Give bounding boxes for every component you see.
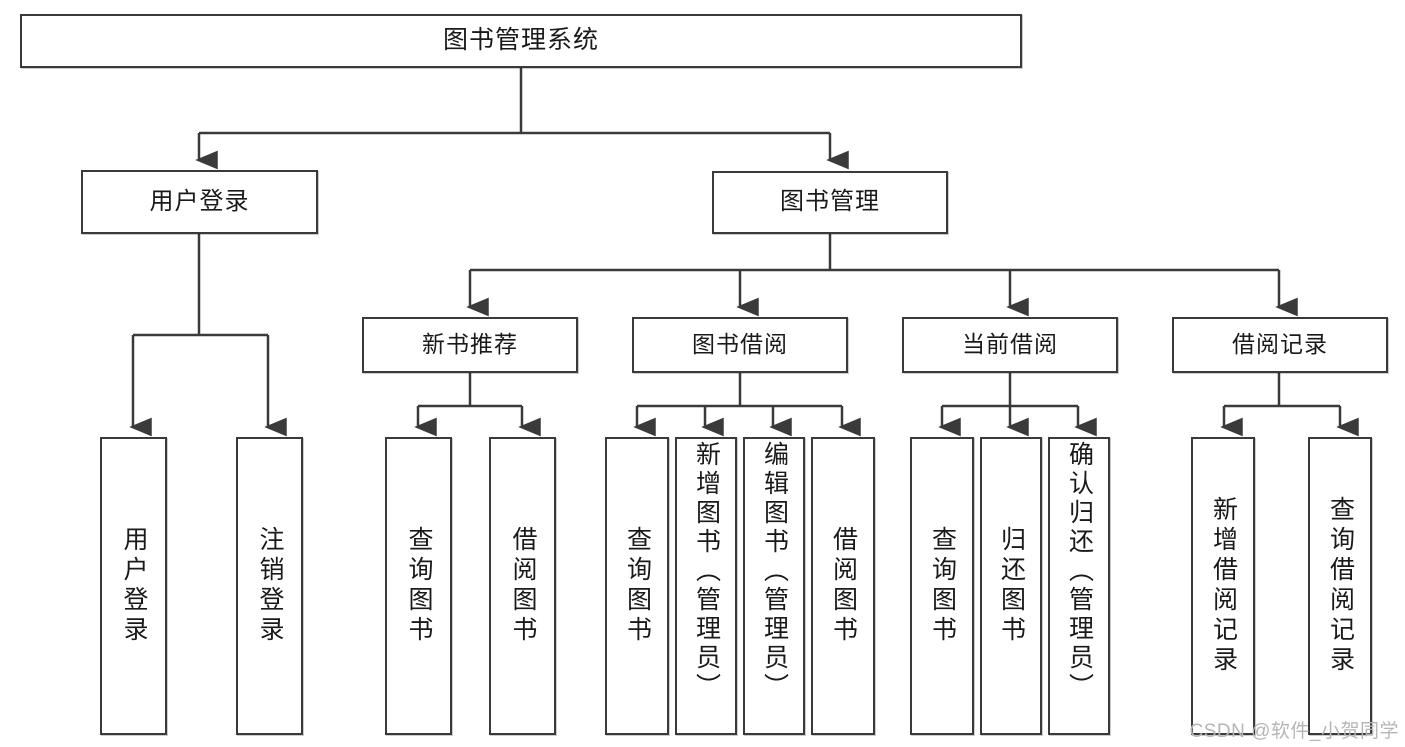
leaf-label: 用户登录	[120, 526, 148, 646]
node-new-book-recommend[interactable]: 新书推荐	[362, 317, 578, 373]
node-label: 图书管理	[780, 188, 880, 216]
node-user-login[interactable]: 用户登录	[81, 170, 318, 234]
leaf-book-borrow-edit-book-admin[interactable]: 编辑图书（管理员）	[743, 437, 805, 735]
leaf-label: 归还图书	[997, 526, 1026, 646]
node-label: 图书借阅	[692, 331, 788, 358]
node-label: 新书推荐	[422, 331, 518, 358]
node-label: 当前借阅	[962, 331, 1058, 358]
leaf-current-borrow-query-book[interactable]: 查询图书	[910, 437, 974, 735]
leaf-label: 查询图书	[928, 526, 957, 646]
leaf-book-borrow-query-book[interactable]: 查询图书	[605, 437, 669, 735]
leaf-current-borrow-confirm-return-admin[interactable]: 确认归还（管理员）	[1048, 437, 1110, 735]
node-label: 图书管理系统	[442, 26, 599, 55]
leaf-label: 借阅图书	[829, 526, 858, 646]
leaf-borrow-record-add-record[interactable]: 新增借阅记录	[1191, 437, 1255, 735]
leaf-book-borrow-borrow-book[interactable]: 借阅图书	[811, 437, 875, 735]
leaf-label: 查询图书	[623, 526, 652, 646]
leaf-label: 编辑图书（管理员）	[760, 441, 789, 702]
csdn-watermark: CSDN @软件_小贺同学	[1189, 721, 1399, 742]
leaf-borrow-record-query-record[interactable]: 查询借阅记录	[1308, 437, 1372, 735]
node-current-borrow[interactable]: 当前借阅	[902, 317, 1118, 373]
node-label: 用户登录	[149, 187, 250, 215]
node-borrow-record[interactable]: 借阅记录	[1172, 317, 1388, 373]
leaf-new-book-borrow-book[interactable]: 借阅图书	[489, 437, 556, 735]
leaf-user-login-login[interactable]: 用户登录	[100, 437, 167, 735]
leaf-label: 借阅图书	[509, 526, 537, 646]
leaf-label: 查询图书	[405, 526, 433, 646]
node-book-borrow[interactable]: 图书借阅	[632, 317, 848, 373]
node-label: 借阅记录	[1232, 331, 1328, 358]
leaf-user-login-logout[interactable]: 注销登录	[236, 437, 303, 735]
leaf-new-book-query-book[interactable]: 查询图书	[385, 437, 452, 735]
leaf-label: 新增借阅记录	[1209, 496, 1238, 676]
leaf-label: 确认归还（管理员）	[1065, 441, 1094, 702]
node-book-management[interactable]: 图书管理	[712, 171, 948, 234]
leaf-current-borrow-return-book[interactable]: 归还图书	[980, 437, 1042, 735]
node-root-book-management-system[interactable]: 图书管理系统	[20, 14, 1022, 68]
leaf-label: 新增图书（管理员）	[692, 441, 721, 702]
leaf-book-borrow-add-book-admin[interactable]: 新增图书（管理员）	[675, 437, 737, 735]
leaf-label: 注销登录	[256, 526, 284, 646]
leaf-label: 查询借阅记录	[1326, 496, 1355, 676]
